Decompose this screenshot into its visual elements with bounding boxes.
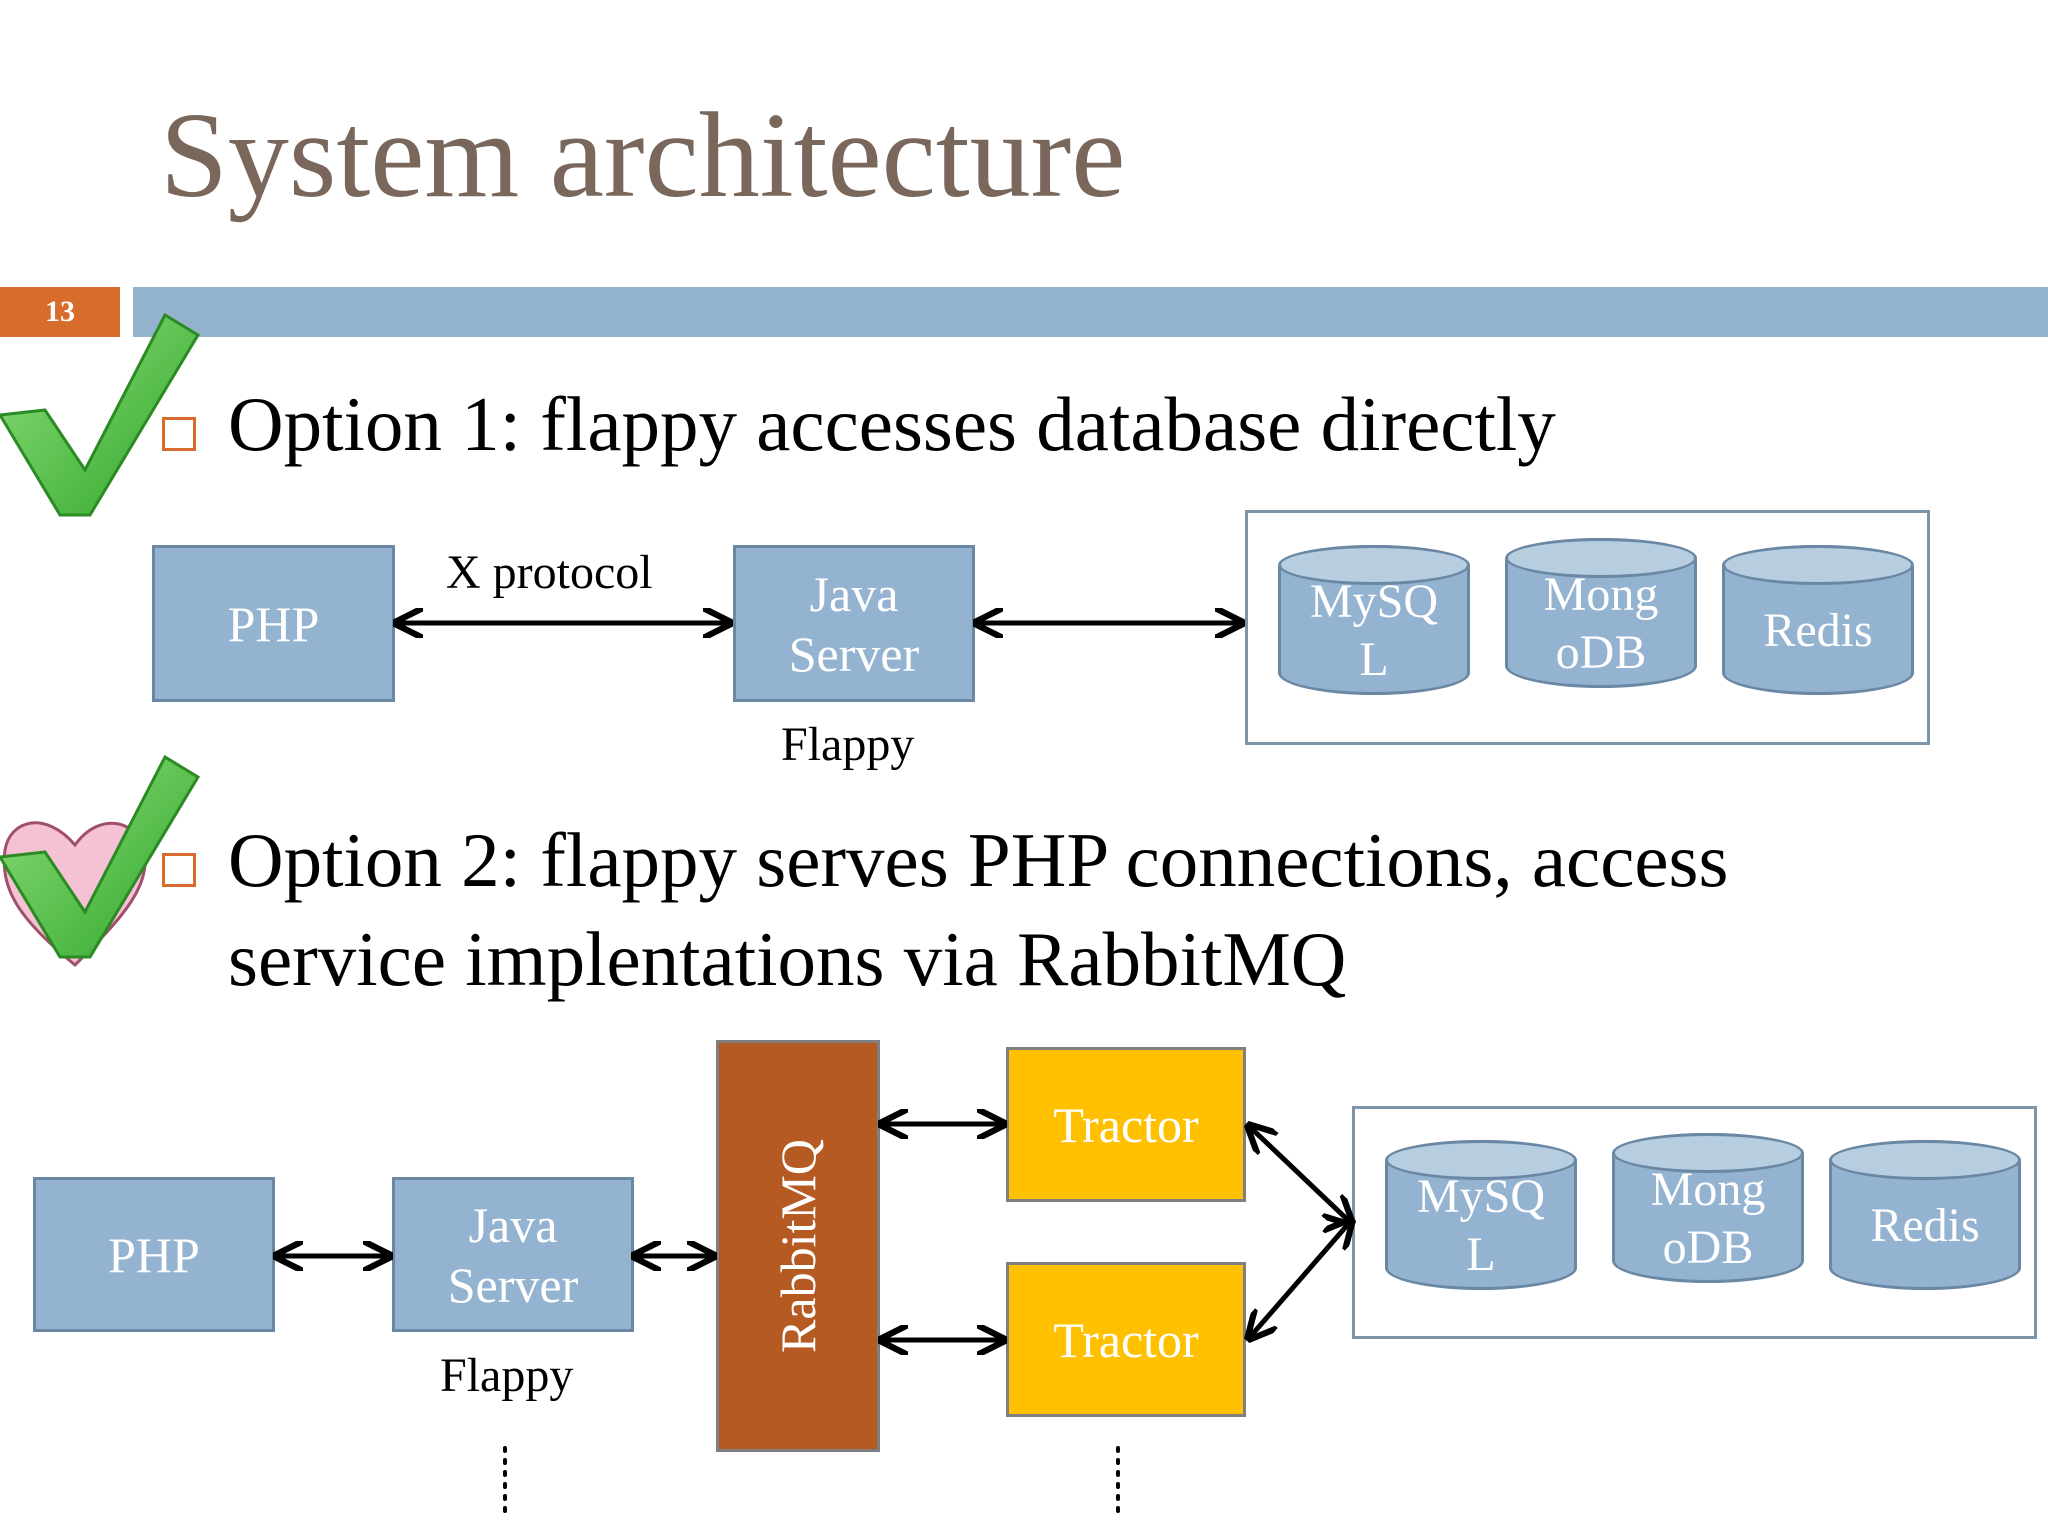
java-server-box: Java Server xyxy=(392,1177,634,1332)
bullet-marker xyxy=(162,853,196,887)
rabbitmq-box: RabbitMQ xyxy=(716,1040,880,1452)
java-server-box: Java Server xyxy=(733,545,975,702)
mongodb-cylinder: Mong oDB xyxy=(1505,538,1697,688)
mysql-cylinder: MySQ L xyxy=(1278,545,1470,695)
mysql-cylinder: MySQ L xyxy=(1385,1140,1577,1290)
redis-label: Redis xyxy=(1870,1199,1980,1252)
arrow-tractor-db xyxy=(1250,1127,1350,1222)
redis-cylinder: Redis xyxy=(1722,545,1914,695)
green-check-icon xyxy=(0,754,200,959)
mongodb-label: Mong oDB xyxy=(1543,568,1659,679)
header-band xyxy=(133,287,2048,337)
option1-bullet: Option 1: flappy accesses database direc… xyxy=(228,381,1556,467)
protocol-label: X protocol xyxy=(446,546,653,599)
redis-cylinder: Redis xyxy=(1829,1140,2021,1290)
tractor-box: Tractor xyxy=(1006,1262,1246,1417)
option2-bullet-line1: Option 2: flappy serves PHP connections,… xyxy=(228,817,1729,903)
green-check-icon xyxy=(0,312,200,517)
arrow-tractor-db xyxy=(1250,1222,1350,1337)
redis-label: Redis xyxy=(1763,604,1873,657)
tractor-box: Tractor xyxy=(1006,1047,1246,1202)
flappy-label: Flappy xyxy=(781,718,915,771)
slide-number: 13 xyxy=(0,287,120,337)
option2-bullet-line2: service implentations via RabbitMQ xyxy=(228,916,1347,1002)
bullet-marker xyxy=(162,417,196,451)
php-box: PHP xyxy=(33,1177,275,1332)
mysql-label: MySQ L xyxy=(1309,575,1439,686)
database-group xyxy=(1245,510,1930,745)
flappy-label: Flappy xyxy=(440,1349,574,1402)
slide-title: System architecture xyxy=(160,88,1126,223)
mongodb-cylinder: Mong oDB xyxy=(1612,1133,1804,1283)
